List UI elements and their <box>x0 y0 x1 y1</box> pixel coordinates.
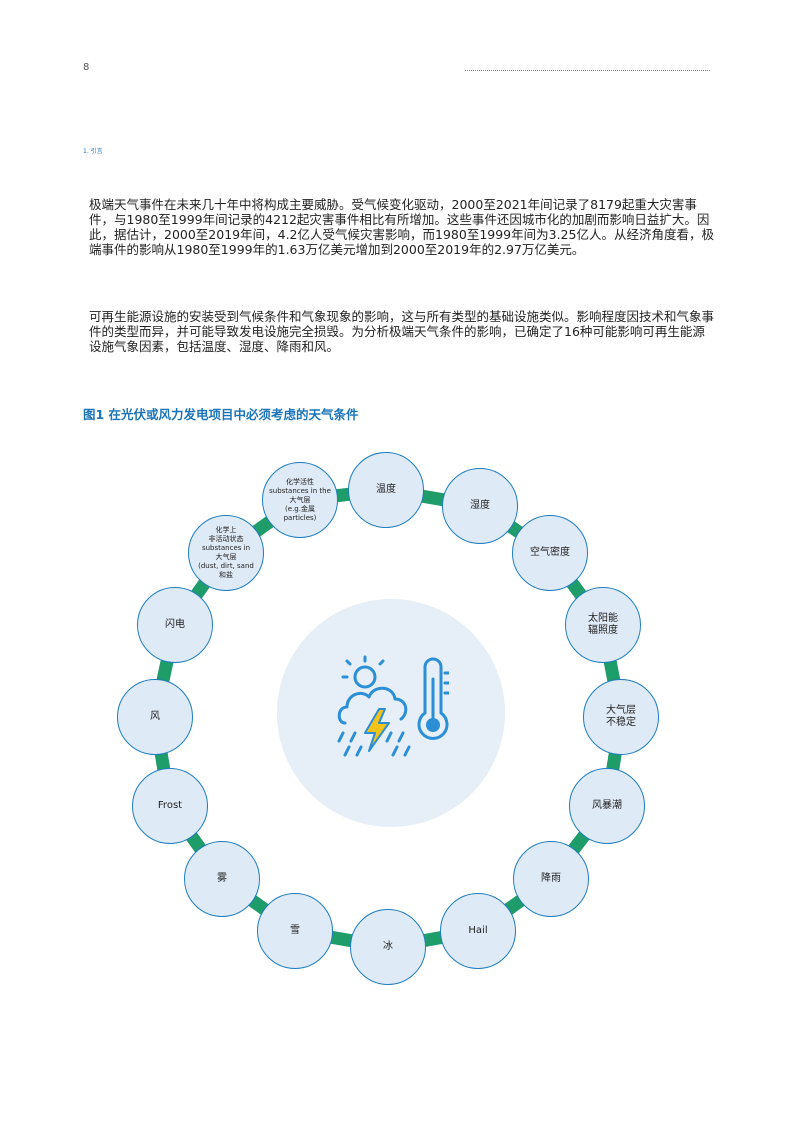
weather-node-label: Frost <box>157 800 183 811</box>
weather-node-label: 风暴潮 <box>592 800 622 811</box>
figure-title: 图1 在光伏或风力发电项目中必须考虑的天气条件 <box>83 407 359 422</box>
weather-node-label: 雾 <box>217 873 227 884</box>
weather-node-label: 雪 <box>290 925 300 936</box>
weather-node: 风暴潮 <box>569 768 645 844</box>
weather-node-label: 温度 <box>376 484 396 495</box>
weather-node: 降雨 <box>513 841 589 917</box>
weather-node: 温度 <box>348 452 424 528</box>
weather-node-label: 闪电 <box>165 619 185 630</box>
weather-node-label: 湿度 <box>470 500 490 511</box>
weather-node: 化学上 非活动状态 substances in 大气层 (dust, dirt,… <box>188 515 264 591</box>
weather-node: Frost <box>132 768 208 844</box>
weather-node-label: 大气层 不稳定 <box>606 705 636 728</box>
weather-node: Hail <box>440 893 516 969</box>
weather-node: 雾 <box>184 841 260 917</box>
weather-node-label: 化学活性 substances in the 大气层 (e.g.金属 parti… <box>269 477 331 522</box>
weather-node-label: 太阳能 辐照度 <box>588 613 618 636</box>
weather-node-label: 冰 <box>383 941 393 952</box>
weather-node-label: 降雨 <box>541 873 561 884</box>
center-circle <box>277 599 505 827</box>
weather-thermometer-icon <box>337 655 449 757</box>
paragraph-1: 极端天气事件在未来几十年中将构成主要威胁。受气候变化驱动，2000至2021年间… <box>89 197 714 257</box>
header-rule <box>465 70 710 71</box>
weather-node: 化学活性 substances in the 大气层 (e.g.金属 parti… <box>262 462 338 538</box>
weather-node: 风 <box>117 679 193 755</box>
weather-node-label: 风 <box>150 711 160 722</box>
weather-node: 闪电 <box>137 587 213 663</box>
page-number: 8 <box>83 62 90 73</box>
weather-node: 太阳能 辐照度 <box>565 587 641 663</box>
weather-node: 湿度 <box>442 468 518 544</box>
weather-node: 大气层 不稳定 <box>583 679 659 755</box>
weather-node: 空气密度 <box>512 515 588 591</box>
weather-node: 冰 <box>350 909 426 985</box>
weather-node-label: 空气密度 <box>530 547 570 558</box>
weather-node-label: 化学上 非活动状态 substances in 大气层 (dust, dirt,… <box>198 526 254 579</box>
section-label: 1. 引言 <box>83 148 103 155</box>
paragraph-2: 可再生能源设施的安装受到气候条件和气象现象的影响，这与所有类型的基础设施类似。影… <box>89 309 715 354</box>
weather-node-label: Hail <box>468 925 488 936</box>
weather-node: 雪 <box>257 893 333 969</box>
